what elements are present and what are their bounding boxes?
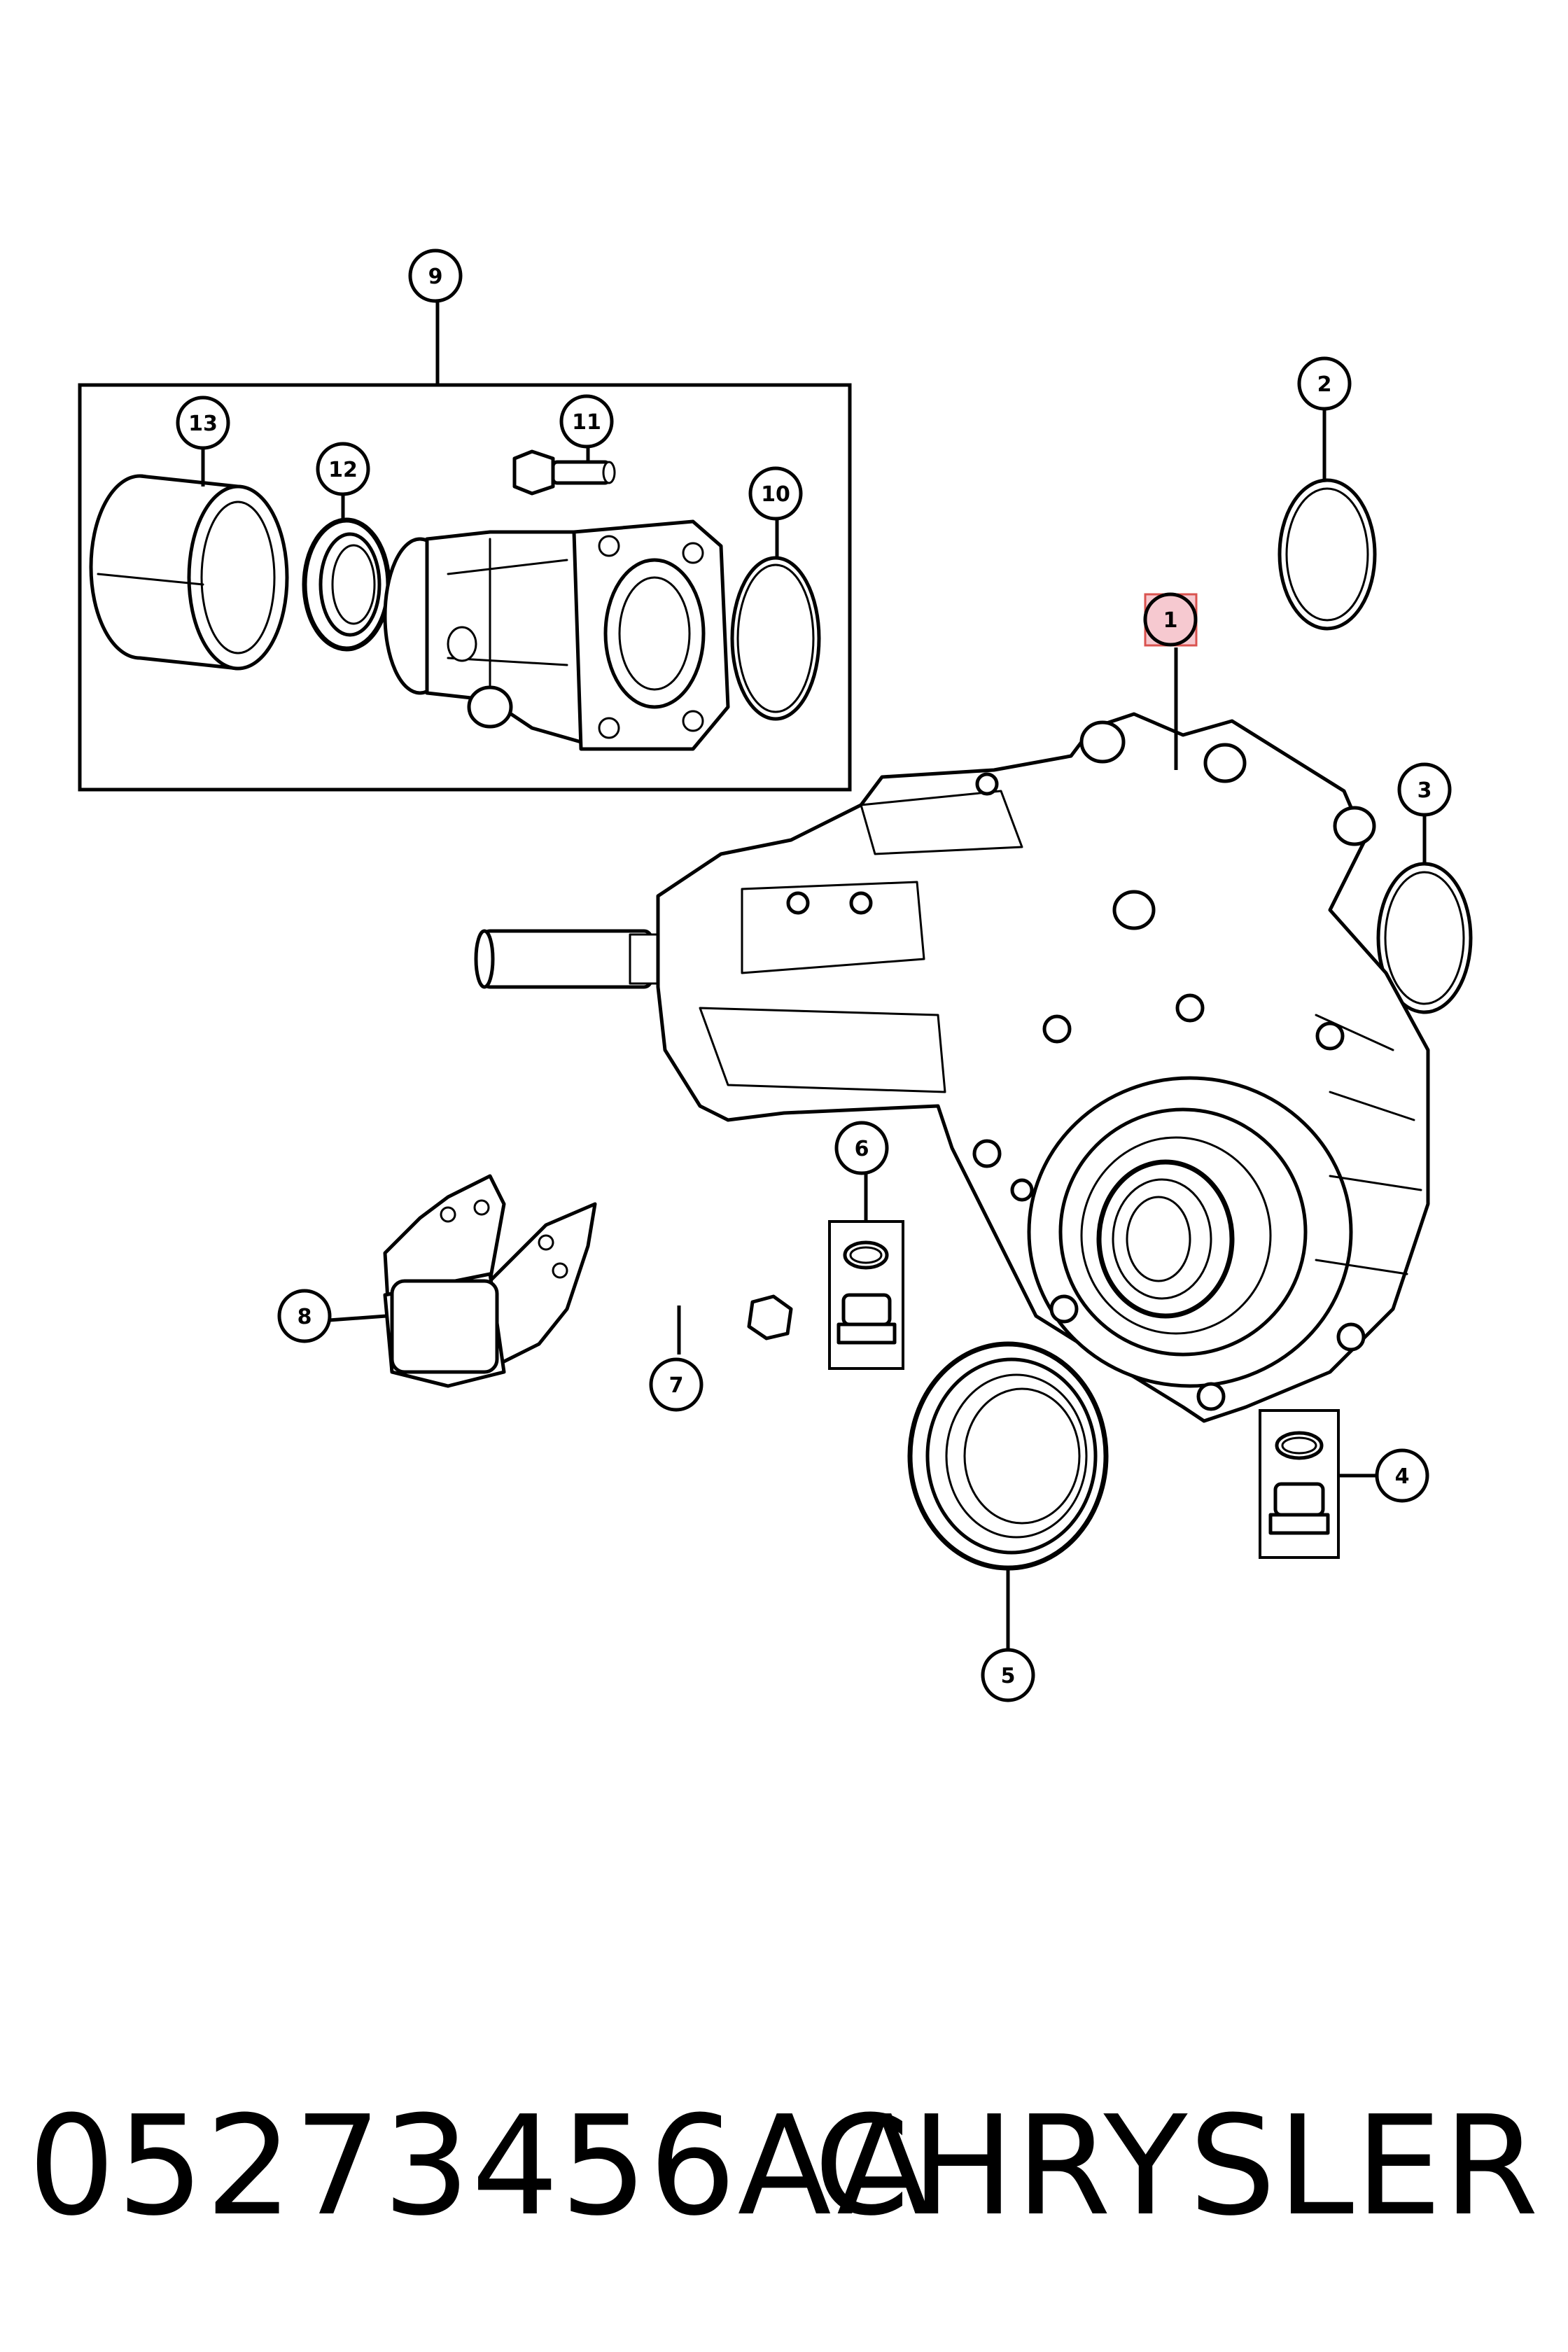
- part-6-plug: [828, 1172, 904, 1370]
- svg-text:13: 13: [188, 412, 218, 436]
- svg-text:3: 3: [1418, 778, 1432, 803]
- callout-11: 11: [559, 394, 614, 449]
- callout-5: 5: [981, 1648, 1035, 1702]
- svg-text:11: 11: [572, 410, 601, 435]
- case-bolts: [786, 772, 1366, 1411]
- svg-text:6: 6: [855, 1137, 869, 1161]
- part-7-bolt: [626, 1252, 793, 1354]
- callout-9: 9: [408, 248, 463, 303]
- assembly-9-box: [78, 297, 852, 792]
- part-3-oring: [1376, 816, 1473, 1014]
- callout-8: 8: [277, 1289, 332, 1343]
- svg-text:2: 2: [1317, 372, 1332, 397]
- callout-10: 10: [748, 466, 803, 521]
- part-number: 05273456AA: [28, 2087, 932, 2246]
- callout-13: 13: [176, 396, 230, 450]
- callout-2: 2: [1297, 356, 1352, 411]
- svg-text:5: 5: [1001, 1664, 1016, 1688]
- svg-text:8: 8: [298, 1305, 312, 1329]
- part-11-bolt: [512, 441, 616, 496]
- part-13-sleeve: [89, 448, 289, 671]
- callout-1: 1: [1143, 592, 1198, 647]
- callout-12: 12: [316, 442, 370, 496]
- callout-3: 3: [1397, 762, 1452, 817]
- svg-text:9: 9: [428, 265, 443, 289]
- part-2-oring: [1278, 406, 1377, 631]
- callout-6: 6: [834, 1121, 889, 1175]
- callout-4: 4: [1375, 1448, 1429, 1503]
- svg-text:10: 10: [761, 482, 790, 507]
- part-4-plug: [1259, 1409, 1379, 1559]
- svg-text:1: 1: [1163, 608, 1178, 633]
- callout-7: 7: [649, 1357, 704, 1412]
- caption-bar: 05273456AA CHRYSLER: [0, 2086, 1568, 2247]
- svg-text:4: 4: [1395, 1464, 1410, 1489]
- brand-name: CHRYSLER: [813, 2087, 1540, 2246]
- part-5-seal: [907, 1341, 1109, 1653]
- svg-text:7: 7: [669, 1373, 684, 1398]
- part-8-bracket: [328, 1174, 597, 1388]
- svg-text:12: 12: [328, 458, 358, 482]
- part-10-oring: [730, 518, 821, 721]
- part-1-transfer-case: [474, 648, 1430, 1423]
- part-12-seal: [302, 493, 391, 652]
- part-9-housing: [383, 519, 730, 751]
